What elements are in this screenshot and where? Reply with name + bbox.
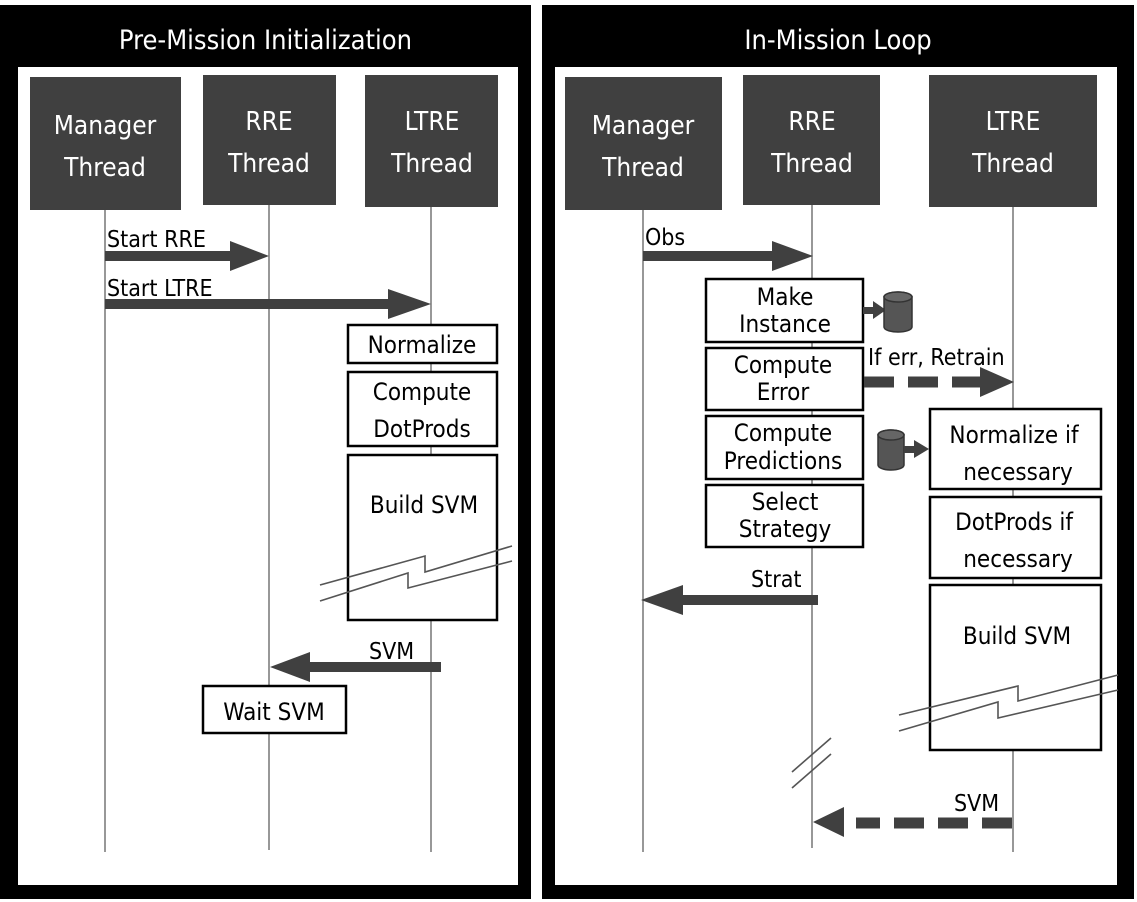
message-label: Start RRE (107, 227, 206, 253)
svg-text:necessary: necessary (963, 458, 1073, 486)
activity-select-strategy: Select Strategy (704, 483, 865, 549)
activity-compute-dotprods: Compute DotProds (346, 370, 499, 448)
svg-text:Wait SVM: Wait SVM (223, 698, 324, 726)
svg-text:Compute: Compute (734, 419, 832, 447)
database-icon (877, 429, 929, 471)
activity-build-svm: Build SVM (898, 583, 1119, 752)
svg-text:Select: Select (752, 488, 819, 516)
thread-label: LTRE (986, 107, 1041, 137)
database-icon (863, 291, 913, 333)
thread-manager: Manager Thread (30, 77, 181, 210)
message-strat: Strat (641, 567, 818, 615)
message-label: SVM (369, 639, 414, 665)
activity-dotprods-if-necessary: DotProds if necessary (928, 495, 1103, 580)
thread-label: Thread (63, 153, 146, 183)
thread-label: Manager (592, 111, 695, 141)
svg-text:Error: Error (757, 378, 810, 406)
thread-label: LTRE (405, 107, 460, 137)
thread-ltre: LTRE Thread (365, 75, 498, 207)
arrow-head-icon (813, 807, 844, 837)
arrow-head-icon (772, 241, 813, 271)
break-icon (319, 545, 513, 586)
message-svm-return: SVM (270, 639, 441, 682)
thread-rre: RRE Thread (203, 75, 336, 205)
thread-label: Manager (54, 111, 157, 141)
svg-text:Predictions: Predictions (724, 447, 842, 475)
message-start-rre: Start RRE (105, 227, 269, 271)
svg-text:Compute: Compute (734, 351, 832, 379)
svg-text:DotProds: DotProds (373, 415, 470, 443)
break-icon (791, 753, 832, 789)
svg-text:Build SVM: Build SVM (370, 491, 478, 519)
message-svm-return: SVM (813, 791, 1012, 837)
svg-text:DotProds if: DotProds if (955, 508, 1074, 536)
svg-text:Make: Make (757, 283, 814, 311)
svg-text:Normalize: Normalize (368, 331, 477, 359)
svg-text:Build SVM: Build SVM (963, 622, 1071, 650)
break-icon (791, 737, 832, 773)
message-retrain: If err, Retrain (864, 345, 1014, 397)
arrow-head-icon (388, 289, 431, 319)
message-label: Strat (751, 567, 802, 593)
thread-label: Thread (601, 153, 684, 183)
arrow-head-icon (641, 585, 683, 615)
message-label: Start LTRE (107, 276, 213, 302)
panel-title: Pre-Mission Initialization (118, 25, 413, 56)
thread-label: Thread (390, 149, 473, 179)
break-icon (898, 674, 1119, 716)
activity-build-svm: Build SVM (319, 453, 513, 622)
panel-title: In-Mission Loop (744, 25, 932, 56)
arrow-head-icon (230, 241, 269, 271)
svg-text:necessary: necessary (963, 545, 1073, 573)
thread-label: Thread (971, 149, 1054, 179)
arrow-head-icon (980, 367, 1014, 397)
thread-manager: Manager Thread (565, 77, 722, 210)
activity-normalize-if-necessary: Normalize if necessary (928, 407, 1103, 491)
svg-text:Normalize if: Normalize if (949, 421, 1080, 449)
message-start-ltre: Start LTRE (105, 276, 431, 319)
message-obs: Obs (643, 225, 813, 271)
svg-text:Compute: Compute (373, 378, 471, 406)
activity-normalize: Normalize (346, 323, 499, 365)
activity-compute-predictions: Compute Predictions (704, 414, 865, 481)
arrow-head-icon (270, 652, 310, 682)
thread-ltre: LTRE Thread (929, 75, 1097, 207)
svg-text:Strategy: Strategy (739, 515, 832, 543)
message-label: If err, Retrain (868, 345, 1005, 371)
message-label: Obs (645, 225, 685, 251)
activity-wait-svm: Wait SVM (201, 684, 348, 735)
activity-make-instance: Make Instance (704, 277, 865, 344)
thread-label: Thread (227, 149, 310, 179)
thread-rre: RRE Thread (743, 75, 880, 205)
activity-compute-error: Compute Error (704, 346, 865, 412)
break-icon (319, 560, 513, 602)
message-label: SVM (954, 791, 999, 817)
break-icon (898, 689, 1119, 732)
thread-label: RRE (788, 107, 835, 137)
thread-label: RRE (245, 107, 292, 137)
thread-label: Thread (770, 149, 853, 179)
svg-text:Instance: Instance (739, 310, 831, 338)
